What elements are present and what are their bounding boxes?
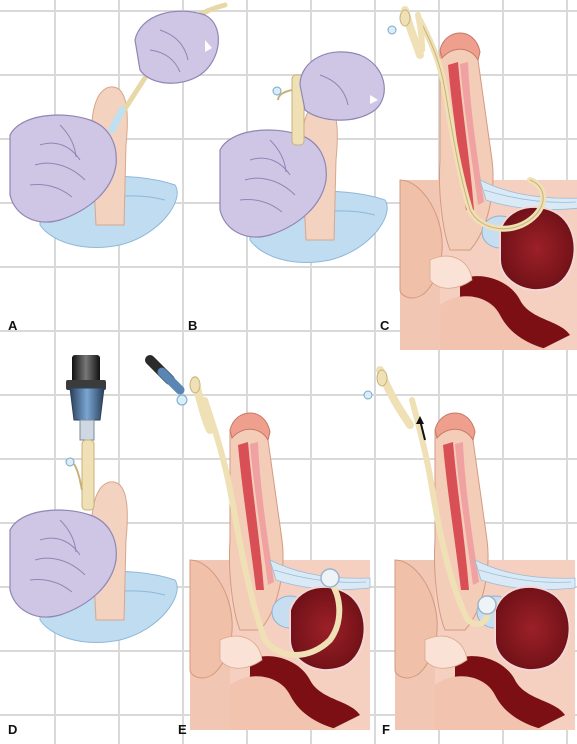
panel-label-b: B bbox=[188, 318, 197, 333]
panel-label-a: A bbox=[8, 318, 17, 333]
panel-label-e: E bbox=[178, 722, 187, 737]
panel-b-illustration bbox=[220, 52, 387, 263]
panel-e-illustration bbox=[150, 360, 370, 730]
panel-label-c: C bbox=[380, 318, 389, 333]
panel-label-d: D bbox=[8, 722, 17, 737]
panel-label-f: F bbox=[382, 722, 390, 737]
panel-d-illustration bbox=[10, 355, 177, 642]
panel-a-illustration bbox=[10, 5, 225, 247]
panel-c-illustration bbox=[388, 10, 577, 350]
panel-f-illustration bbox=[364, 370, 575, 730]
